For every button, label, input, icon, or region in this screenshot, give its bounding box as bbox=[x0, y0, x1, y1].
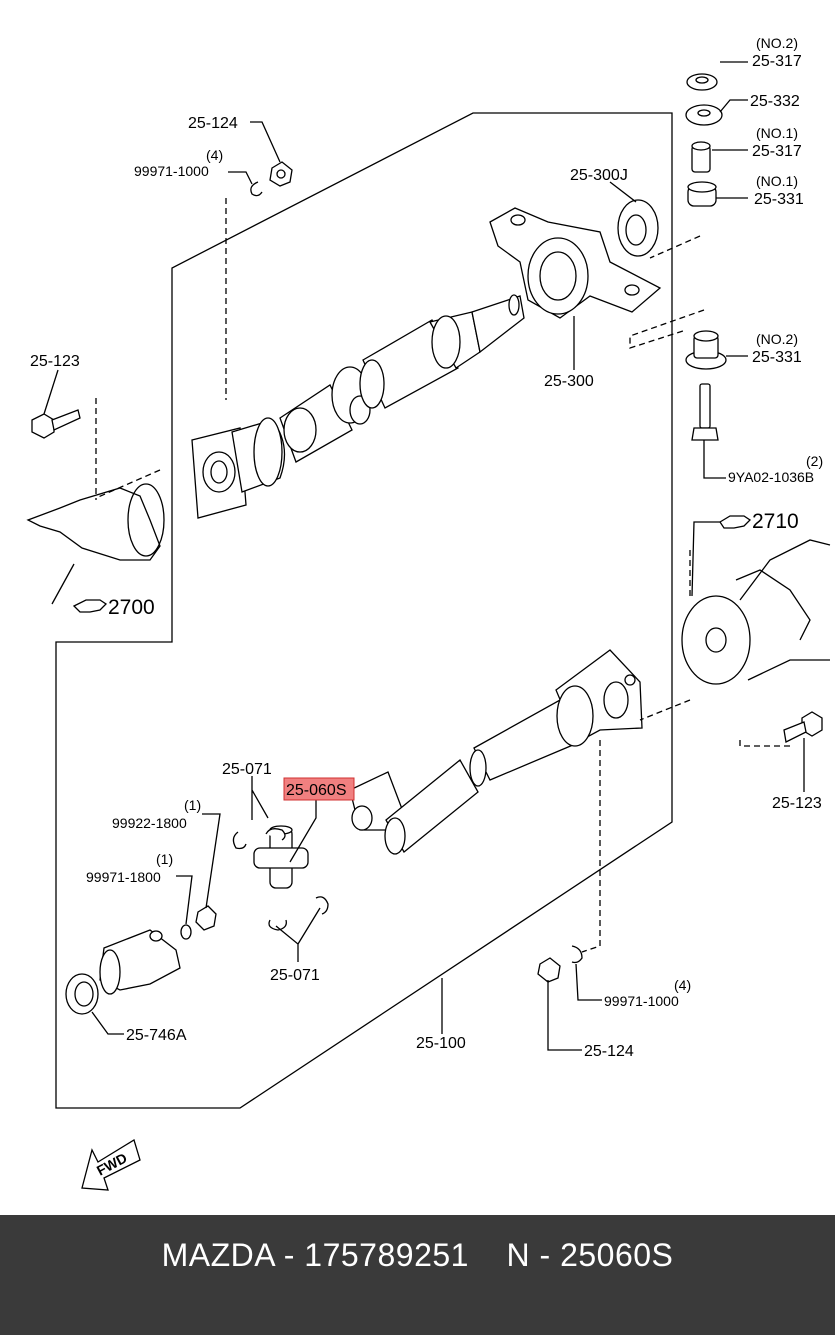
label-qty1-b: (1) bbox=[156, 851, 173, 867]
washer-25-317-no2 bbox=[686, 73, 718, 91]
assembly-boundary bbox=[55, 112, 673, 1109]
differential-outline bbox=[681, 539, 831, 685]
label-25-071-a: 25-071 bbox=[222, 761, 272, 778]
caption-bar: MAZDA - 175789251 N - 25060S bbox=[0, 1215, 835, 1335]
bolt-25-123-left bbox=[31, 409, 81, 439]
washer-25-332 bbox=[685, 104, 723, 126]
label-2700: 2700 bbox=[108, 596, 155, 619]
center-bearing-support bbox=[489, 207, 662, 319]
label-99971-1000-b: 99971-1000 bbox=[604, 993, 679, 1009]
cushion-25-331-no2 bbox=[685, 330, 727, 370]
fwd-arrow-icon bbox=[81, 1139, 141, 1191]
label-99971-1000-a: 99971-1000 bbox=[134, 163, 209, 179]
label-25-123-a: 25-123 bbox=[30, 353, 80, 370]
transmission-outline bbox=[26, 483, 165, 561]
label-2710: 2710 bbox=[752, 510, 799, 533]
label-99922-1800: 99922-1800 bbox=[112, 815, 187, 831]
label-25-071-b: 25-071 bbox=[270, 967, 320, 984]
washer-99971-1000-top bbox=[250, 181, 263, 197]
label-25-123-b: 25-123 bbox=[772, 795, 822, 812]
label-25-100: 25-100 bbox=[416, 1035, 466, 1052]
label-25-124-a: 25-124 bbox=[188, 115, 238, 132]
snap-ring-4 bbox=[315, 896, 329, 915]
label-25-331-b: 25-331 bbox=[752, 349, 802, 366]
flange-yoke bbox=[99, 929, 181, 995]
label-25-300j: 25-300J bbox=[570, 167, 628, 184]
label-25-317-a: 25-317 bbox=[752, 53, 802, 70]
label-25-060s: 25-060S bbox=[286, 782, 347, 799]
highlighted-part-box bbox=[283, 777, 355, 801]
snap-ring-2 bbox=[232, 831, 247, 850]
nut-and-washer-lower-left bbox=[180, 905, 217, 940]
washer-99971-1000-bottom bbox=[571, 945, 583, 964]
leader-lines bbox=[43, 61, 805, 1051]
parts-diagram: (NO.2) 25-317 25-332 (NO.1) 25-317 (NO.1… bbox=[26, 35, 831, 1191]
bolt-9ya02 bbox=[691, 383, 719, 441]
part-number-caption: MAZDA - 175789251 N - 25060S bbox=[161, 1237, 674, 1273]
collar-25-317-no1 bbox=[691, 141, 711, 173]
label-qty4-b: (4) bbox=[674, 977, 691, 993]
rear-shaft-illustration bbox=[349, 649, 643, 855]
cushion-25-331-no1 bbox=[687, 181, 717, 207]
universal-joint-spider bbox=[253, 825, 309, 889]
label-no2-a: (NO.2) bbox=[756, 35, 798, 51]
label-99971-1800: 99971-1800 bbox=[86, 869, 161, 885]
label-25-124-b: 25-124 bbox=[584, 1043, 634, 1060]
label-25-317-b: 25-317 bbox=[752, 143, 802, 160]
label-qty4-a: (4) bbox=[206, 147, 223, 163]
snap-ring-3 bbox=[268, 919, 287, 931]
reference-hand-icon-2710 bbox=[719, 515, 752, 529]
nut-25-124-bottom bbox=[537, 957, 561, 983]
label-25-331-a: 25-331 bbox=[754, 191, 804, 208]
nut-25-124-top bbox=[269, 161, 293, 187]
label-25-300: 25-300 bbox=[544, 373, 594, 390]
front-shaft-illustration bbox=[191, 294, 525, 519]
snap-ring-1 bbox=[265, 828, 286, 841]
label-qty2: (2) bbox=[806, 453, 823, 469]
label-no2-b: (NO.2) bbox=[756, 331, 798, 347]
driveshaft-exploded-view: (NO.2) 25-317 25-332 (NO.1) 25-317 (NO.1… bbox=[26, 35, 831, 1191]
label-9ya02-1036b: 9YA02-1036B bbox=[728, 469, 814, 485]
bearing-25-300j bbox=[617, 199, 659, 257]
reference-hand-icon-2700 bbox=[72, 599, 108, 613]
bolt-25-123-right bbox=[783, 711, 823, 743]
label-no1-b: (NO.1) bbox=[756, 173, 798, 189]
label-25-332: 25-332 bbox=[750, 93, 800, 110]
label-no1-a: (NO.1) bbox=[756, 125, 798, 141]
label-qty1-a: (1) bbox=[184, 797, 201, 813]
alignment-lines bbox=[95, 198, 790, 953]
label-25-746a: 25-746A bbox=[126, 1027, 187, 1044]
oil-seal-25-746a bbox=[65, 973, 99, 1015]
